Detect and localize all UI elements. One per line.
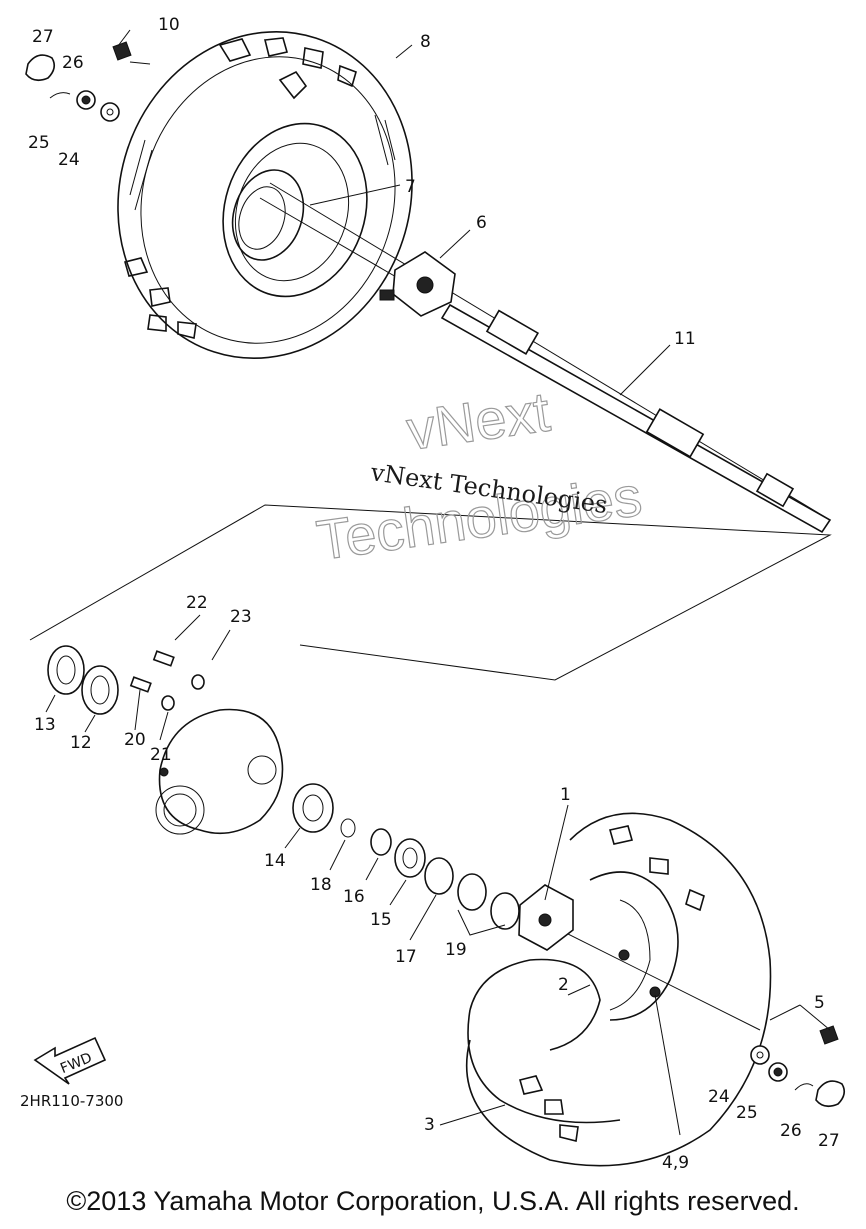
callout-7: 7 xyxy=(405,177,416,197)
fwd-arrow-icon: FWD xyxy=(33,1036,107,1085)
parts-diagram: FWD vNext Technologies vNext Technologie… xyxy=(20,15,846,1173)
callout-26-lower: 26 xyxy=(780,1121,802,1141)
callout-1: 1 xyxy=(560,785,571,805)
callout-25-upper: 25 xyxy=(28,133,50,153)
callout-21: 21 xyxy=(150,745,172,765)
callout-27-upper: 27 xyxy=(32,27,54,47)
callout-11: 11 xyxy=(674,329,696,349)
callout-8: 8 xyxy=(420,32,431,52)
callout-19: 19 xyxy=(445,940,467,960)
upper-tire xyxy=(117,31,413,359)
callout-27-lower: 27 xyxy=(818,1131,840,1151)
callout-2: 2 xyxy=(558,975,569,995)
callout-5: 5 xyxy=(814,993,825,1013)
callout-13: 13 xyxy=(34,715,56,735)
watermark: vNext Technologies vNext Technologies xyxy=(312,379,646,573)
callout-12: 12 xyxy=(70,733,92,753)
callout-22: 22 xyxy=(186,593,208,613)
callout-25-lower: 25 xyxy=(736,1103,758,1123)
callout-15: 15 xyxy=(370,910,392,930)
upper-fasteners xyxy=(25,29,151,122)
axle-line-upper xyxy=(269,182,831,521)
final-drive-housing xyxy=(155,708,284,835)
callout-18: 18 xyxy=(310,875,332,895)
upper-hub xyxy=(379,251,456,317)
drive-shaft xyxy=(440,303,832,534)
leader-lines xyxy=(45,44,681,1136)
lower-tire xyxy=(465,812,772,1167)
watermark-outline-word1: vNext xyxy=(403,380,554,462)
callout-3: 3 xyxy=(424,1115,435,1135)
lower-hub xyxy=(518,884,574,951)
callout-4-9: 4,9 xyxy=(662,1153,689,1173)
callout-6: 6 xyxy=(476,213,487,233)
callout-14: 14 xyxy=(264,851,286,871)
callout-20: 20 xyxy=(124,730,146,750)
assembly-outline xyxy=(29,504,832,681)
callout-10: 10 xyxy=(158,15,180,35)
callout-24-lower: 24 xyxy=(708,1087,730,1107)
callout-26-upper: 26 xyxy=(62,53,84,73)
bearings-and-seals xyxy=(47,645,520,930)
copyright-notice: ©2013 Yamaha Motor Corporation, U.S.A. A… xyxy=(66,1186,800,1216)
callout-24-upper: 24 xyxy=(58,150,80,170)
lower-fasteners xyxy=(750,1004,846,1108)
callout-23: 23 xyxy=(230,607,252,627)
callout-17: 17 xyxy=(395,947,417,967)
callout-16: 16 xyxy=(343,887,365,907)
callout-labels: 10 27 26 25 24 8 7 6 11 22 23 13 12 20 2… xyxy=(28,15,840,1173)
diagram-code: 2HR110-7300 xyxy=(20,1092,123,1110)
